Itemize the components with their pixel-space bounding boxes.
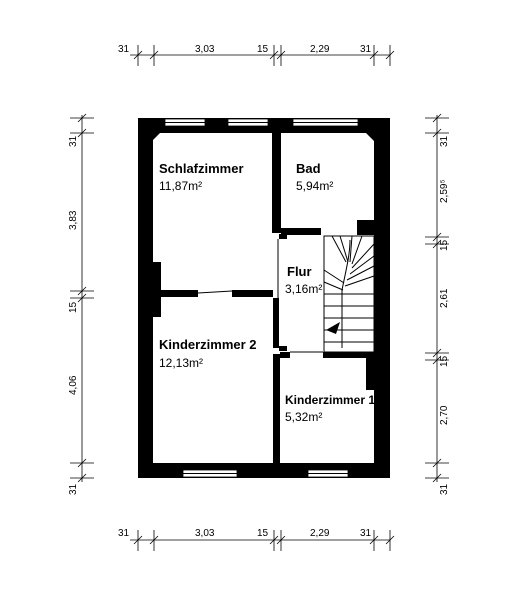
windows bbox=[164, 118, 359, 478]
right-dim-3: 15 bbox=[439, 239, 450, 251]
room-area-schlafzimmer: 11,87m² bbox=[159, 179, 202, 193]
top-dim-2: 3,03 bbox=[195, 44, 215, 55]
room-flur: Flur 3,16m² bbox=[285, 264, 322, 296]
room-name-schlafzimmer: Schlafzimmer bbox=[159, 161, 244, 176]
top-dim-4: 2,29 bbox=[310, 44, 330, 55]
room-name-kinderzimmer-2: Kinderzimmer 2 bbox=[159, 337, 257, 352]
room-area-bad: 5,94m² bbox=[296, 179, 333, 193]
room-name-flur: Flur bbox=[287, 264, 312, 279]
room-name-kinderzimmer-1: Kinderzimmer 1 bbox=[285, 393, 375, 407]
bottom-dim-5: 31 bbox=[360, 528, 372, 539]
room-kinderzimmer-1: Kinderzimmer 1 5,32m² bbox=[285, 393, 375, 424]
room-kinderzimmer-2: Kinderzimmer 2 12,13m² bbox=[159, 337, 257, 370]
room-bad: Bad 5,94m² bbox=[296, 161, 333, 193]
top-dim-3: 15 bbox=[257, 44, 269, 55]
bottom-dimension-chain: 31 3,03 15 2,29 31 bbox=[118, 528, 395, 551]
left-dim-4: 4,06 bbox=[68, 375, 79, 395]
room-area-kinderzimmer-2: 12,13m² bbox=[159, 356, 203, 370]
top-dim-1: 31 bbox=[118, 44, 130, 55]
staircase bbox=[323, 235, 375, 353]
top-dim-5: 31 bbox=[360, 44, 372, 55]
top-dimension-chain: 31 3,03 15 2,29 31 bbox=[118, 44, 395, 66]
bottom-dim-3: 15 bbox=[257, 528, 269, 539]
left-dim-2: 3,83 bbox=[68, 210, 79, 230]
bottom-dim-4: 2,29 bbox=[310, 528, 330, 539]
room-schlafzimmer: Schlafzimmer 11,87m² bbox=[159, 161, 244, 193]
right-dim-4: 2,61 bbox=[439, 288, 450, 308]
left-dim-5: 31 bbox=[68, 483, 79, 495]
room-name-bad: Bad bbox=[296, 161, 321, 176]
right-dim-6: 2,70 bbox=[439, 405, 450, 425]
bottom-dim-1: 31 bbox=[118, 528, 130, 539]
room-area-flur: 3,16m² bbox=[285, 282, 322, 296]
right-dim-5: 15 bbox=[439, 355, 450, 367]
right-dimension-chain: 31 2,59⁵ 15 2,61 15 2,70 31 bbox=[425, 113, 450, 495]
interior-walls bbox=[153, 133, 374, 463]
right-dim-2: 2,59⁵ bbox=[439, 179, 450, 203]
right-dim-7: 31 bbox=[439, 483, 450, 495]
bottom-dim-2: 3,03 bbox=[195, 528, 215, 539]
left-dim-3: 15 bbox=[68, 301, 79, 313]
left-dim-1: 31 bbox=[68, 135, 79, 147]
right-dim-1: 31 bbox=[439, 135, 450, 147]
room-area-kinderzimmer-1: 5,32m² bbox=[285, 410, 322, 424]
left-dimension-chain: 31 3,83 15 4,06 31 bbox=[68, 113, 94, 495]
door-openings bbox=[197, 239, 323, 353]
